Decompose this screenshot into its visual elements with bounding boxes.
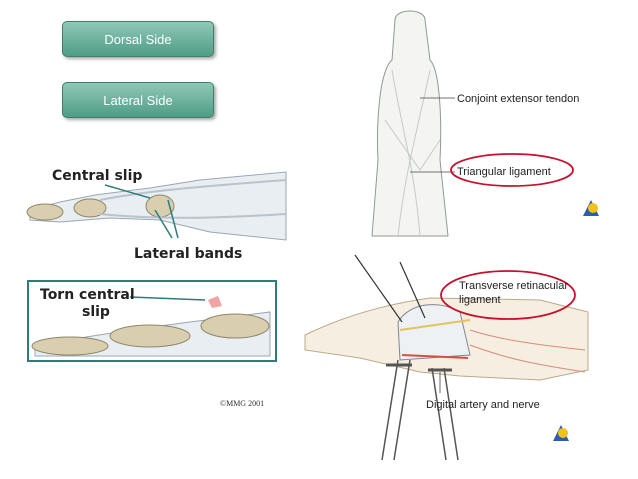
transverse-retinacular-label-line2: ligament: [459, 294, 501, 306]
logo-icon: [583, 200, 599, 216]
conjoint-extensor-label: Conjoint extensor tendon: [457, 93, 579, 105]
logo-icon: [553, 425, 569, 441]
digital-artery-label: Digital artery and nerve: [426, 399, 540, 411]
lateral-bands-label: Lateral bands: [134, 246, 242, 262]
finger-dorsal-view: [371, 10, 455, 237]
torn-central-label-line1: Torn central: [40, 287, 135, 303]
triangular-ligament-highlight: [450, 153, 574, 187]
finger-lateral-view: [26, 171, 287, 241]
copyright-text: ©MMG 2001: [220, 399, 264, 408]
torn-central-label-line2: slip: [82, 304, 110, 320]
transverse-retinacular-highlight: [440, 270, 576, 320]
torn-central-slip-panel: [27, 280, 277, 362]
lateral-side-button[interactable]: Lateral Side: [62, 82, 214, 118]
dorsal-side-button[interactable]: Dorsal Side: [62, 21, 214, 57]
central-slip-label: Central slip: [52, 168, 142, 184]
transverse-retinacular-label-line1: Transverse retinacular: [459, 280, 568, 292]
triangular-ligament-label: Triangular ligament: [457, 166, 551, 178]
